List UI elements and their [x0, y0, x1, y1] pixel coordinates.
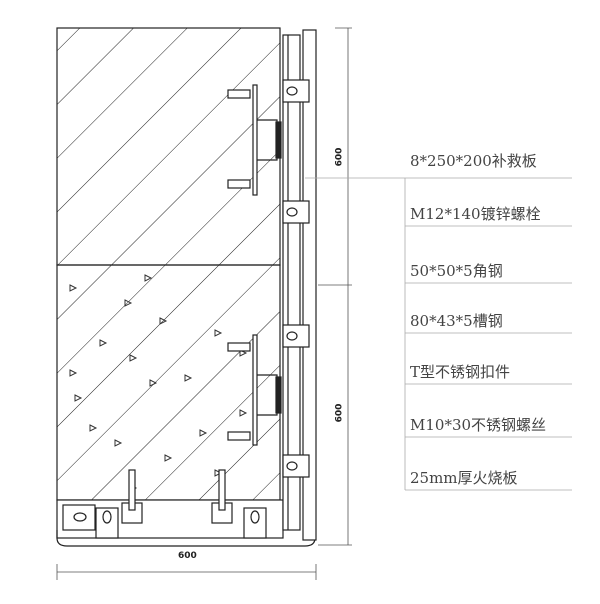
dimension-width: 600 [178, 551, 197, 561]
bottom-assembly [56, 469, 316, 547]
angle-brackets [227, 84, 282, 446]
wall-upper-hatched [56, 27, 281, 266]
concrete-aggregate [69, 274, 248, 492]
label-angle-steel: 50*50*5角钢 [410, 262, 503, 280]
label-stainless-screw: M10*30不锈钢螺丝 [410, 416, 547, 434]
wall-lower-concrete [56, 264, 281, 501]
dimension-lines [56, 27, 352, 580]
leader-lines [305, 177, 572, 491]
dimension-upper-height: 600 [334, 147, 345, 167]
label-galvanized-bolt: M12*140镀锌螺栓 [410, 205, 541, 223]
label-patch-plate: 8*250*200补救板 [410, 152, 537, 170]
vertical-steel [282, 29, 317, 541]
dimension-lower-height: 600 [334, 403, 345, 423]
label-t-clip: T型不锈钢扣件 [410, 363, 511, 381]
label-channel-steel: 80*43*5槽钢 [410, 312, 503, 330]
label-fire-finish-stone: 25mm厚火烧板 [410, 469, 518, 487]
